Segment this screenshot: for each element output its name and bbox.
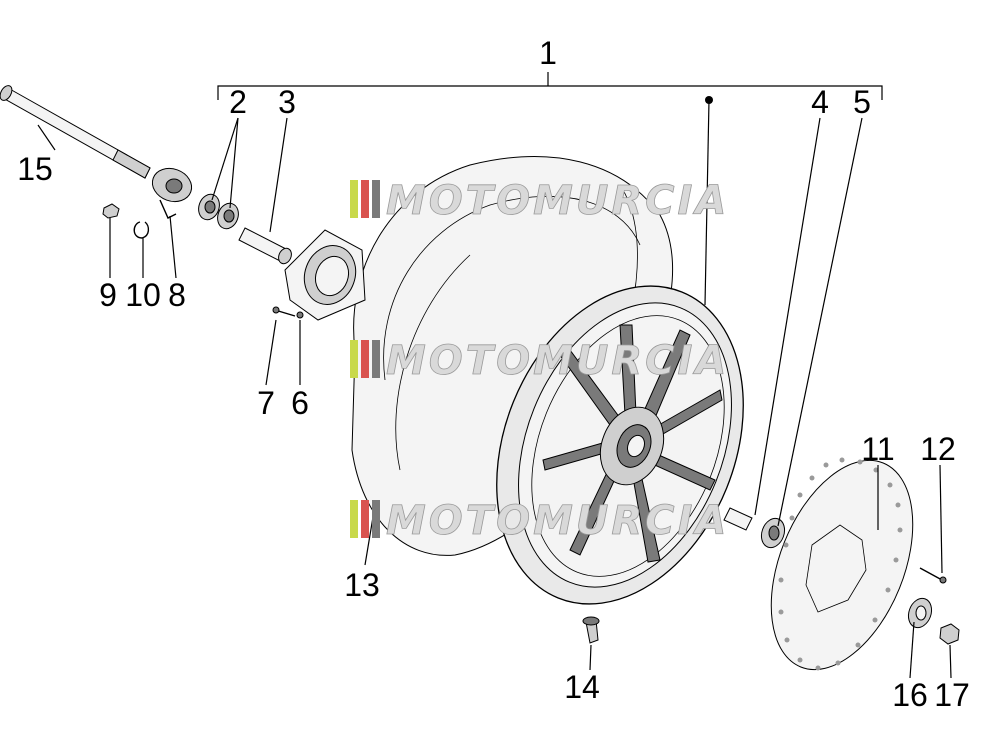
spacer-4 bbox=[723, 507, 753, 531]
brake-disc bbox=[770, 457, 914, 671]
assembly-bracket-1 bbox=[217, 72, 883, 100]
drive-flange bbox=[284, 229, 366, 321]
speedo-drive bbox=[151, 167, 193, 219]
callout-labels: 1 2 3 4 5 6 7 8 9 10 11 12 13 14 15 16 1… bbox=[17, 35, 970, 713]
spacer-tube bbox=[238, 227, 292, 265]
leader-lines bbox=[37, 99, 952, 679]
watermark-text-top: MOTOMURCIA bbox=[386, 178, 729, 224]
bolt-7 bbox=[272, 306, 296, 317]
callout-12: 12 bbox=[920, 431, 956, 467]
watermark-bottom: MOTOMURCIA bbox=[350, 498, 729, 544]
wheel-spokes bbox=[542, 324, 723, 563]
callout-6: 6 bbox=[291, 385, 309, 421]
callout-3: 3 bbox=[278, 84, 296, 120]
callout-15: 15 bbox=[17, 151, 53, 187]
callout-5: 5 bbox=[853, 84, 871, 120]
nut-9 bbox=[102, 203, 120, 219]
callout-10: 10 bbox=[125, 277, 161, 313]
bolt-12 bbox=[919, 567, 947, 584]
axle bbox=[0, 85, 151, 179]
callout-13: 13 bbox=[344, 567, 380, 603]
callout-1: 1 bbox=[539, 35, 557, 71]
callout-17: 17 bbox=[934, 677, 970, 713]
valve-14 bbox=[582, 616, 600, 644]
washer-16 bbox=[907, 597, 933, 629]
watermark-top: MOTOMURCIA bbox=[350, 178, 729, 224]
watermark-text-middle: MOTOMURCIA bbox=[386, 338, 729, 384]
bearings bbox=[198, 193, 239, 230]
nut-17 bbox=[939, 623, 960, 645]
callout-9: 9 bbox=[99, 277, 117, 313]
circlip-10 bbox=[133, 221, 150, 239]
callout-4: 4 bbox=[811, 84, 829, 120]
watermark-text-bottom: MOTOMURCIA bbox=[386, 498, 729, 544]
wheel-rim bbox=[496, 96, 744, 605]
bearing-5 bbox=[760, 517, 786, 549]
callout-14: 14 bbox=[564, 669, 600, 705]
tire bbox=[351, 156, 674, 556]
callout-2: 2 bbox=[229, 84, 247, 120]
callout-7: 7 bbox=[257, 385, 275, 421]
watermark-middle: MOTOMURCIA bbox=[350, 338, 729, 384]
callout-8: 8 bbox=[168, 277, 186, 313]
callout-11: 11 bbox=[861, 431, 894, 467]
callout-16: 16 bbox=[892, 677, 928, 713]
